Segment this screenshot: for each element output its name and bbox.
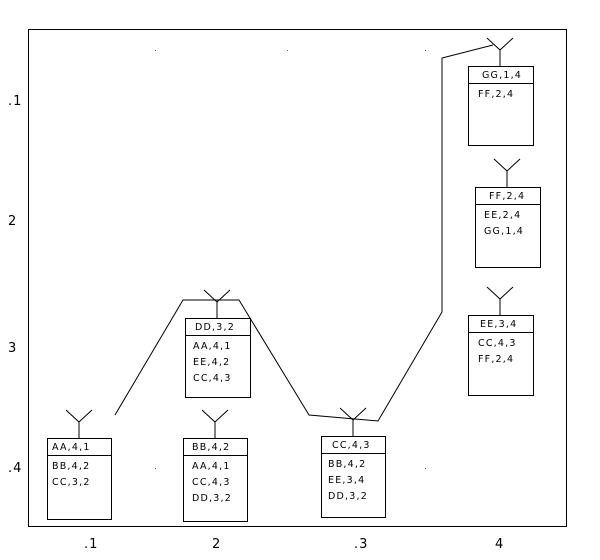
antenna-n5 [486, 37, 514, 66]
antenna-n1 [65, 409, 93, 438]
node-item: BB,4,2 [328, 459, 367, 470]
antenna-n7 [486, 286, 514, 315]
node-box-n4[interactable]: CC,4,3 BB,4,2 EE,3,4 DD,3,2 [321, 436, 386, 518]
y-axis-label: .1 [8, 94, 23, 109]
plot-frame [28, 29, 567, 527]
node-item: AA,4,1 [193, 341, 232, 352]
stray-dot [287, 50, 288, 51]
x-axis-label: 4 [495, 537, 505, 552]
node-box-n1[interactable]: AA,4,1 BB,4,2 CC,3,2 [47, 438, 112, 520]
stray-dot [155, 468, 156, 469]
node-item: DD,3,2 [328, 491, 368, 502]
stray-dot [425, 468, 426, 469]
node-item: CC,3,2 [52, 477, 91, 488]
node-item: FF,2,4 [478, 89, 515, 100]
route-line [114, 44, 494, 422]
node-item: EE,2,4 [484, 210, 522, 221]
antenna-n2 [203, 289, 231, 318]
node-item: EE,4,2 [193, 357, 231, 368]
node-box-n2[interactable]: DD,3,2 AA,4,1 EE,4,2 CC,4,3 [185, 318, 251, 398]
stray-dot [425, 50, 426, 51]
node-box-n5[interactable]: GG,1,4 FF,2,4 [468, 66, 534, 146]
node-item: FF,2,4 [478, 354, 515, 365]
node-item: EE,3,4 [328, 475, 366, 486]
node-title: GG,1,4 [469, 67, 533, 84]
node-title: BB,4,2 [184, 439, 247, 456]
stray-dot [155, 50, 156, 51]
node-item: AA,4,1 [192, 461, 231, 472]
node-title: CC,4,3 [322, 437, 385, 454]
node-item: CC,4,3 [193, 373, 232, 384]
x-axis-label: .3 [354, 537, 369, 552]
x-axis-label: 2 [212, 537, 222, 552]
y-axis-label: 3 [8, 341, 18, 356]
node-title: FF,2,4 [476, 188, 540, 205]
y-axis-label: 2 [8, 214, 18, 229]
node-item: CC,4,3 [192, 477, 231, 488]
antenna-n3 [201, 409, 229, 438]
node-item: CC,4,3 [478, 338, 517, 349]
node-box-n6[interactable]: FF,2,4 EE,2,4 GG,1,4 [475, 187, 541, 268]
node-item: GG,1,4 [484, 226, 525, 237]
node-item: DD,3,2 [192, 493, 232, 504]
antenna-n4 [339, 407, 367, 436]
antenna-n6 [493, 158, 521, 187]
y-axis-label: .4 [8, 461, 23, 476]
x-axis-label: .1 [84, 537, 99, 552]
node-title: AA,4,1 [48, 439, 111, 456]
node-title: EE,3,4 [469, 316, 533, 333]
node-item: BB,4,2 [52, 461, 91, 472]
node-box-n3[interactable]: BB,4,2 AA,4,1 CC,4,3 DD,3,2 [183, 438, 248, 522]
node-title: DD,3,2 [186, 319, 250, 336]
node-box-n7[interactable]: EE,3,4 CC,4,3 FF,2,4 [468, 315, 534, 396]
